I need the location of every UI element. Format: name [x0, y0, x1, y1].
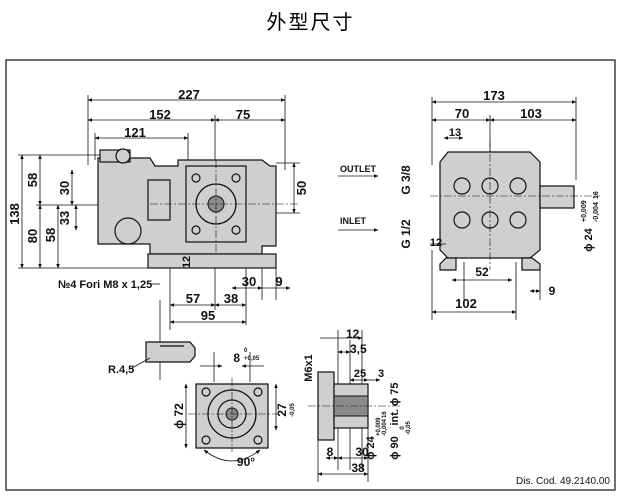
output-shaft	[539, 185, 575, 209]
shaft-key	[145, 341, 196, 363]
flange-tol-upper: 0	[400, 426, 406, 430]
dim-33: 33	[57, 211, 72, 225]
page-title: 外型尺寸	[266, 10, 355, 34]
dim-8: 8	[327, 445, 334, 459]
valve-block	[147, 179, 171, 221]
key-radius-label: R.4,5	[108, 364, 134, 376]
drawing-code: Dis. Cod. 49.2140.00	[516, 476, 610, 487]
inlet-label: INLET	[340, 216, 367, 226]
front-view: 173 70 103 13 12 ϕ 24 +0,009 -0,004	[430, 88, 600, 320]
dim-102: 102	[455, 296, 477, 311]
dim-138: 138	[7, 203, 22, 225]
outlet-label: OUTLET	[340, 164, 376, 174]
inlet-thread: G 1/2	[399, 219, 413, 249]
outlet-plug	[115, 148, 131, 164]
dim-121: 121	[124, 125, 146, 140]
dim-52: 52	[475, 265, 489, 279]
dim-25: 25	[354, 368, 366, 380]
dim-103: 103	[520, 106, 542, 121]
flange-diameter-90: ϕ 90	[389, 436, 401, 460]
dim-95: 95	[201, 308, 215, 323]
dim-80: 80	[25, 229, 40, 243]
slot-tol-upper: 0	[244, 348, 248, 354]
shaft-tol-lower: -0,004	[593, 202, 600, 222]
dim-50: 50	[294, 181, 309, 195]
slot-tol-lower: +0,05	[244, 356, 260, 362]
dim-70: 70	[455, 106, 469, 121]
dim-173: 173	[483, 88, 505, 103]
dim-30-bottom: 30	[242, 274, 256, 289]
foot-right	[521, 257, 541, 271]
flange-angle: 90°	[237, 455, 255, 469]
shaft-tol-lower-2: -0,004	[382, 418, 388, 436]
slot-width: 8	[233, 351, 240, 365]
shaft-tol-class: 16	[593, 191, 600, 199]
depth-tolerance: -0,05	[290, 403, 296, 417]
shaft-tol-upper-2: +0,009	[376, 417, 382, 436]
drawing-border	[5, 59, 616, 491]
dim-3: 3	[378, 368, 384, 380]
dim-58-lower: 58	[43, 228, 58, 242]
flange-view: 8 0 +0,05 ϕ 72 27 -0,05 90°	[172, 348, 296, 469]
plug-row-lower	[453, 211, 527, 229]
mounting-holes-label: №4 Fori M8 x 1,25	[58, 279, 152, 291]
flange-diameter: ϕ 72	[172, 403, 186, 429]
dim-12-foot: 12	[181, 256, 193, 268]
dim-13: 13	[449, 127, 461, 139]
outlet-thread: G 3/8	[399, 165, 413, 195]
port-labels: OUTLET G 3/8 INLET G 1/2	[338, 164, 413, 249]
thread-m6: M6x1	[303, 354, 315, 382]
dim-12-front: 12	[430, 237, 442, 249]
dim-38: 38	[224, 291, 238, 306]
inlet-plug	[114, 217, 142, 245]
plug-row-upper	[453, 177, 527, 195]
flange-depth: 27	[275, 403, 289, 417]
dim-12-shaft: 12	[346, 327, 360, 341]
shaft-tol-class-2: 16	[382, 411, 388, 418]
key-detail: R.4,5	[108, 300, 196, 380]
dim-152: 152	[149, 107, 171, 122]
side-view: 227 152 75 121 58 30 18 33 58 80 138	[7, 87, 309, 330]
dim-75: 75	[236, 107, 250, 122]
int-diameter: int. ϕ 75	[389, 382, 401, 425]
dim-57: 57	[186, 291, 200, 306]
dim-9-front: 9	[549, 284, 556, 298]
foot-left	[439, 257, 457, 271]
dim-30-shaft: 30	[355, 445, 369, 459]
dim-9-bottom: 9	[275, 274, 282, 289]
flange-tol-lower: -0,05	[406, 421, 412, 435]
base-plate	[147, 253, 277, 269]
dim-3-5: 3,5	[350, 342, 367, 356]
dim-30: 30	[57, 181, 72, 195]
shaft-tol-upper: +0,009	[581, 200, 588, 222]
shaft-diameter: ϕ 24	[583, 227, 595, 251]
dim-227: 227	[178, 87, 200, 102]
shaft-view: 12 3,5 M6x1 25 3 int. ϕ 75 ϕ 90 0 -0,05 …	[303, 327, 412, 482]
dim-38-shaft: 38	[351, 461, 365, 475]
dim-58-upper: 58	[25, 173, 40, 187]
